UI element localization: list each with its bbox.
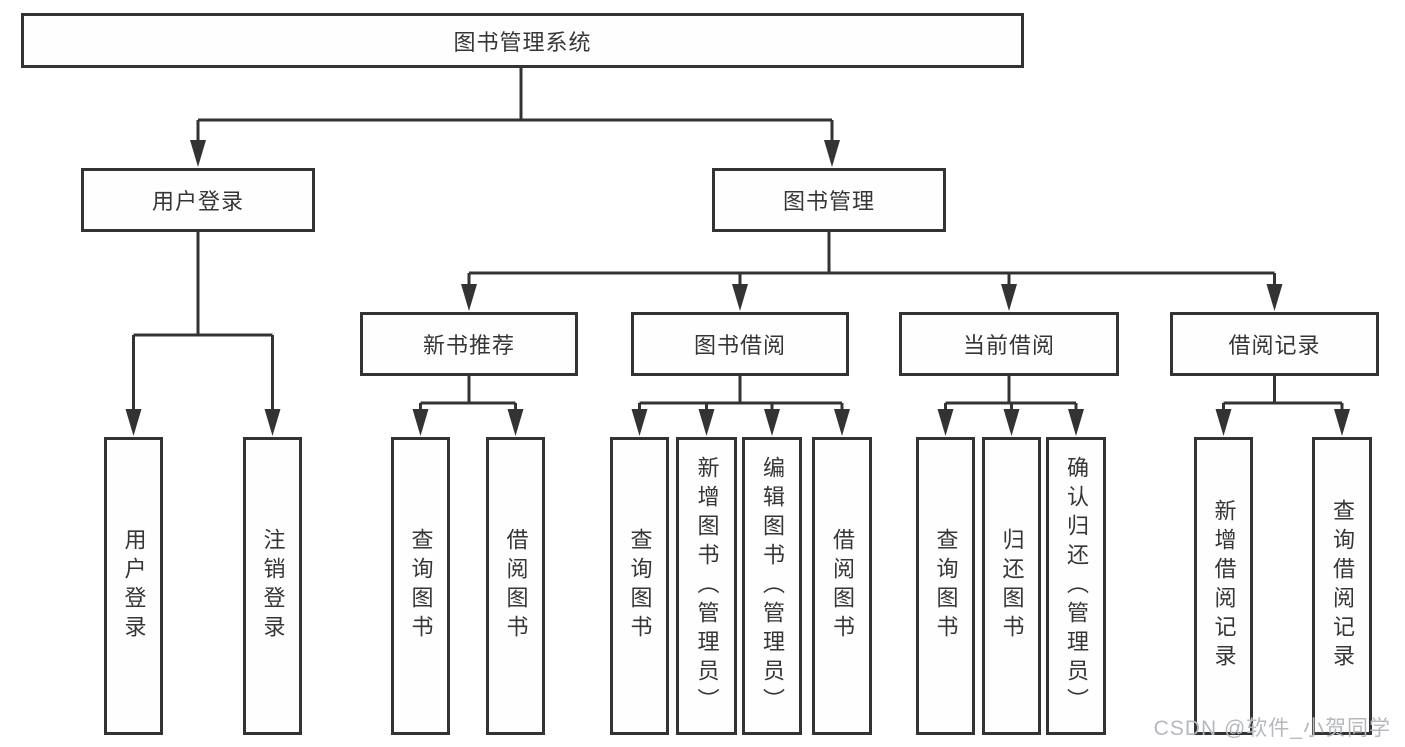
connector-new-book-to-leaves (412, 376, 524, 436)
leaf-borrow-query-books: 查询图书 (610, 437, 669, 735)
leaf-user-login: 用户登录 (104, 437, 163, 735)
leaf-record-query-borrow-record: 查询借阅记录 (1312, 437, 1372, 735)
leaf-borrow-borrow-books: 借阅图书 (812, 437, 872, 735)
connector-book-borrow-to-leaves (631, 376, 850, 436)
node-user-login: 用户登录 (81, 168, 315, 232)
leaf-current-confirm-return-admin: 确认归还（管理员） (1046, 437, 1106, 735)
leaf-borrow-edit-books-admin: 编辑图书（管理员） (742, 437, 802, 735)
connector-book-mgmt-to-level3 (461, 232, 1283, 311)
connector-user-login-to-leaves (125, 232, 281, 436)
leaf-record-add-borrow-record: 新增借阅记录 (1194, 437, 1253, 735)
connector-borrow-record-to-leaves (1215, 376, 1350, 436)
node-root-system: 图书管理系统 (21, 13, 1024, 68)
leaf-current-return-books: 归还图书 (982, 437, 1041, 735)
leaf-recommend-query-books: 查询图书 (391, 437, 450, 735)
leaf-logout: 注销登录 (243, 437, 302, 735)
csdn-watermark: CSDN @软件_小贺同学 (1153, 717, 1391, 740)
leaf-recommend-borrow-books: 借阅图书 (486, 437, 545, 735)
node-current-borrow: 当前借阅 (899, 312, 1119, 376)
leaf-borrow-add-books-admin: 新增图书（管理员） (676, 437, 737, 735)
node-book-borrow: 图书借阅 (631, 312, 849, 376)
node-borrow-record: 借阅记录 (1170, 312, 1379, 376)
leaf-current-query-books: 查询图书 (916, 437, 975, 735)
connector-current-borrow-to-leaves (937, 376, 1084, 436)
connector-root-to-level2 (190, 68, 840, 167)
node-book-management: 图书管理 (712, 168, 946, 232)
node-new-book-recommend: 新书推荐 (360, 312, 578, 376)
